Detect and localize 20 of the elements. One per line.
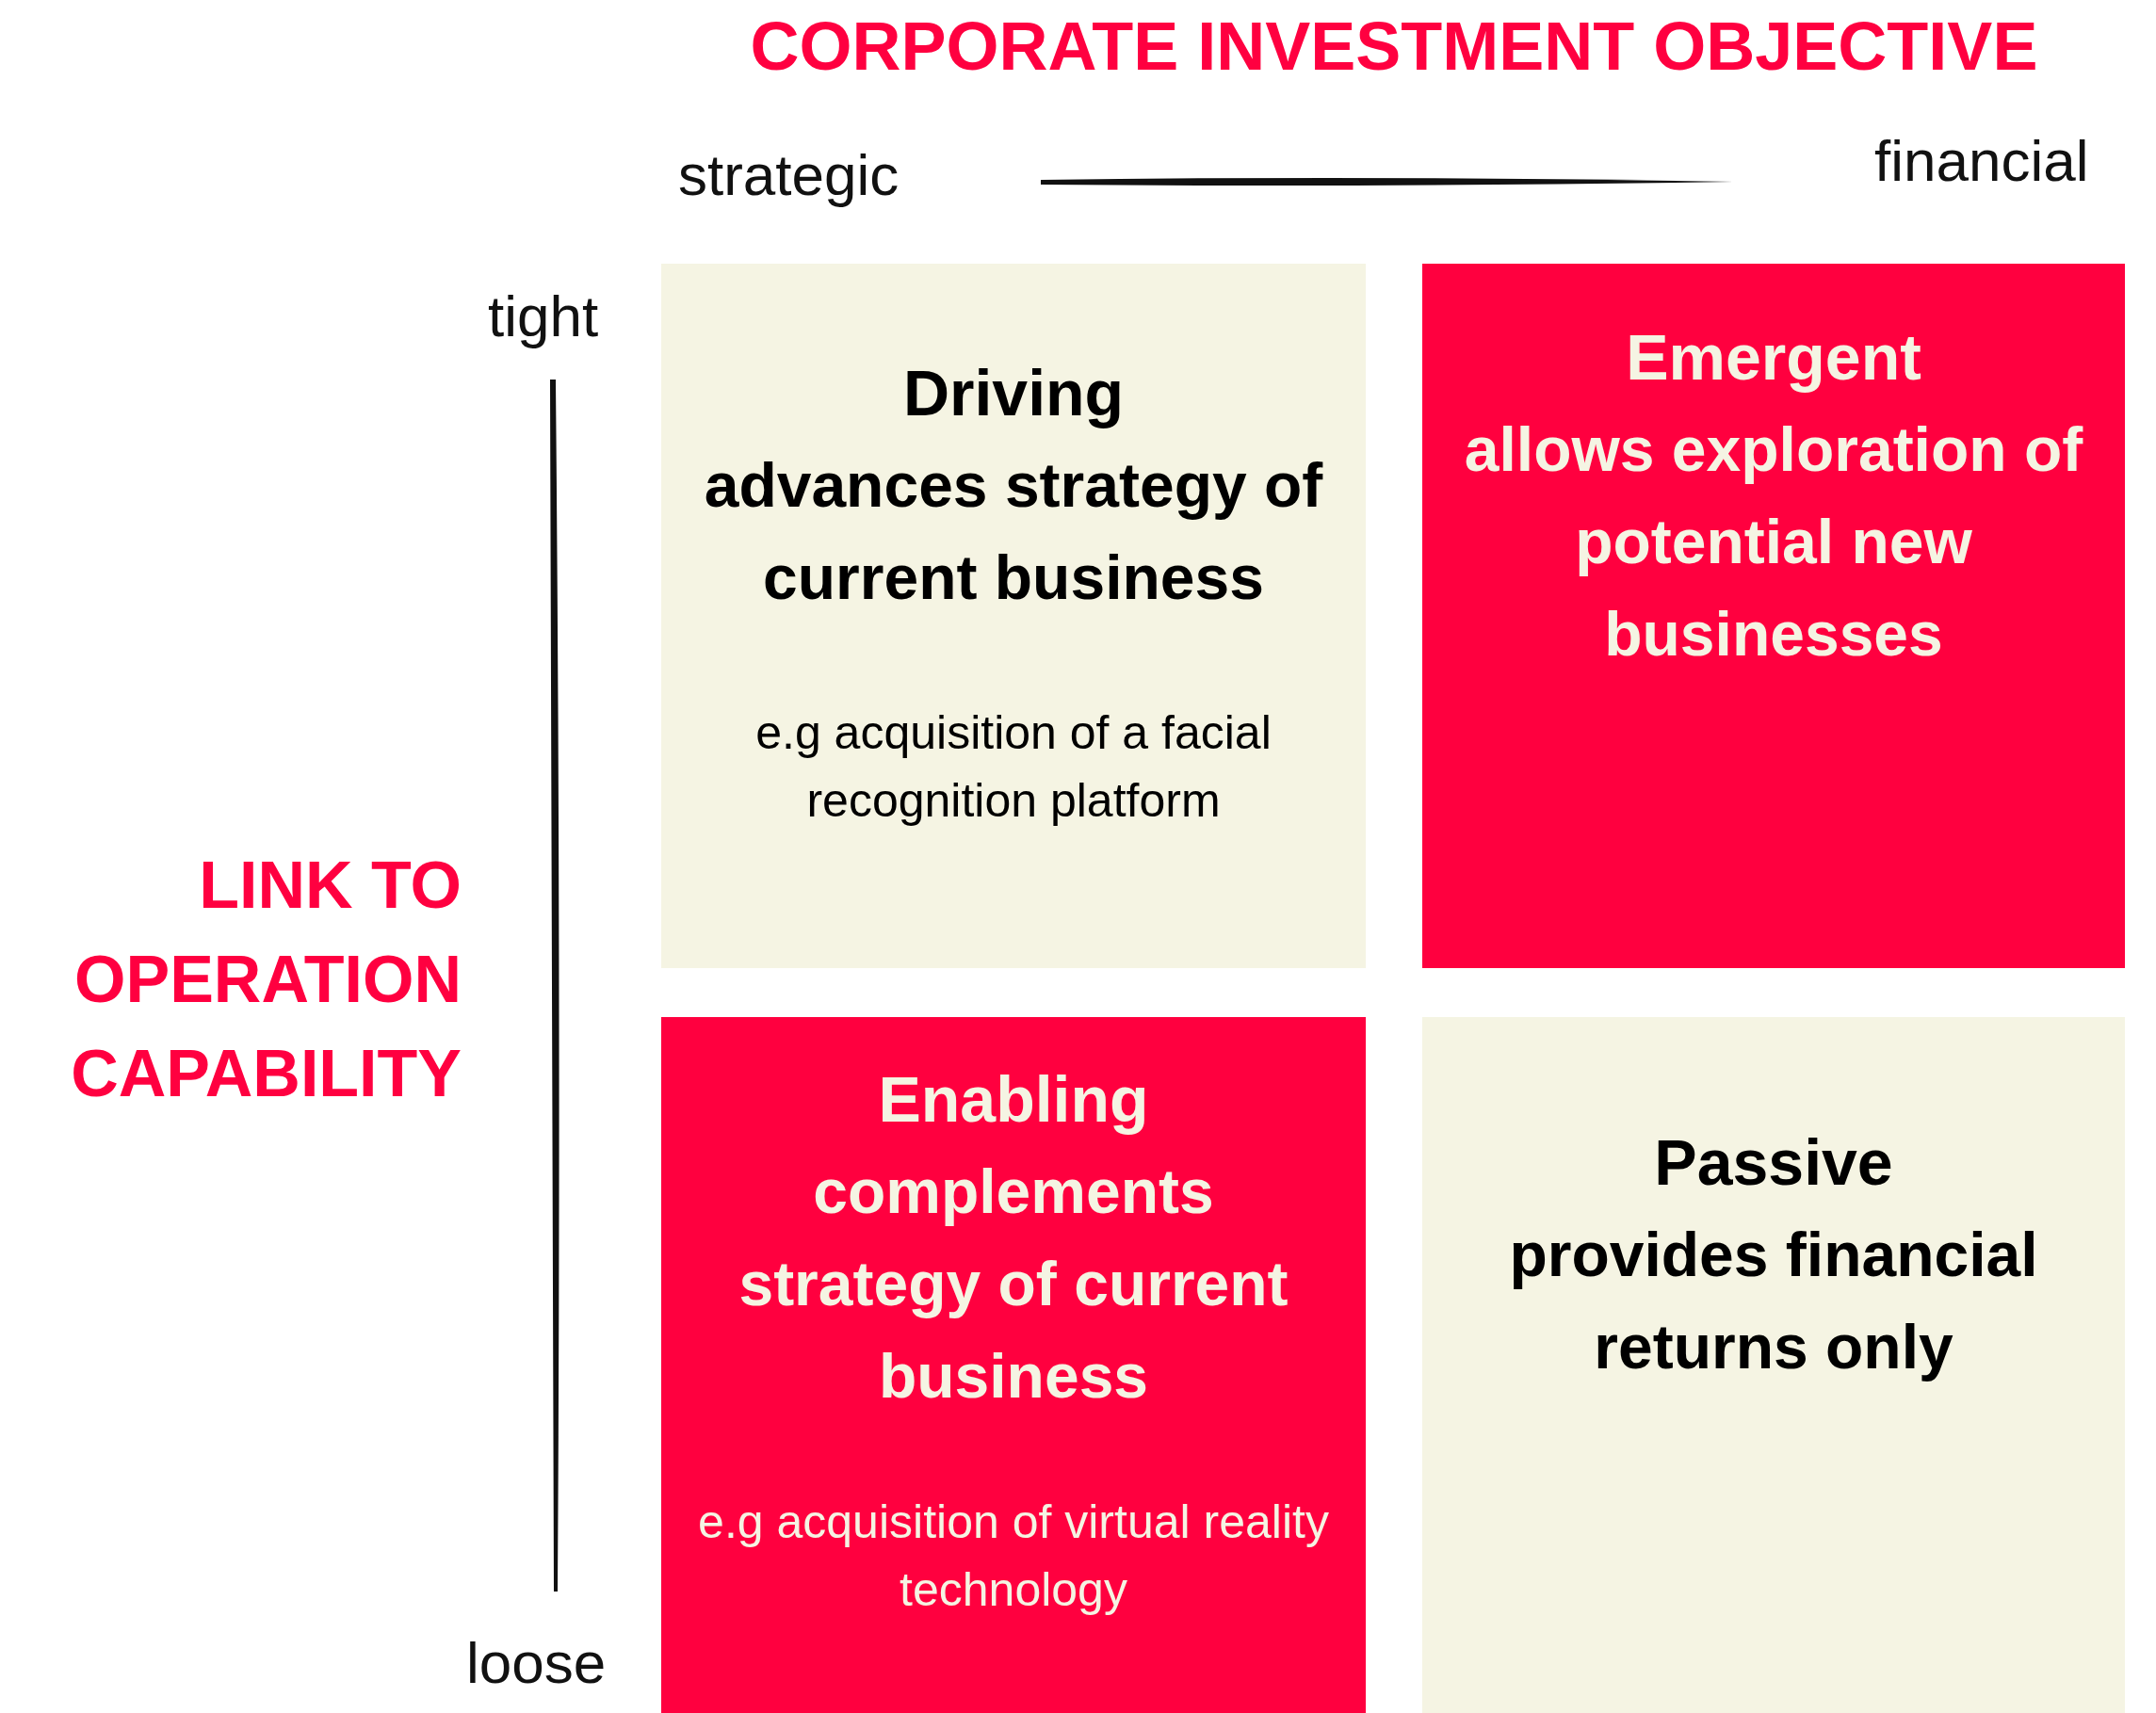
node-description: provides financial returns only [1508,1219,2039,1383]
example-text: e.g acquisition of virtual reality technology [697,1495,1330,1618]
example-text: e.g acquisition of a facial recognition platform [754,705,1273,829]
quadrant-box [1422,1017,2125,1713]
node-description: allows exploration of potential new businesses [1463,413,2084,671]
axis-label: financial [1874,127,2089,194]
quadrant-box [661,1017,1366,1713]
node-description: advances strategy of current business [703,449,1324,614]
axis-label: tight [488,283,599,349]
node-description: complements strategy of current business [738,1155,1289,1413]
axis-label: strategic [678,141,900,208]
node-heading: Enabling [878,1062,1149,1137]
node-heading: Passive [1654,1125,1893,1200]
quadrant-box [661,264,1366,968]
axis-label: loose [466,1629,607,1696]
node-heading: Driving [902,356,1125,430]
quadrant-box [1422,264,2125,968]
title: CORPORATE INVESTMENT OBJECTIVE [749,8,2039,85]
axis-title: LINK TO OPERATION CAPABILITY [70,848,462,1112]
node-heading: Emergent [1626,320,1921,395]
